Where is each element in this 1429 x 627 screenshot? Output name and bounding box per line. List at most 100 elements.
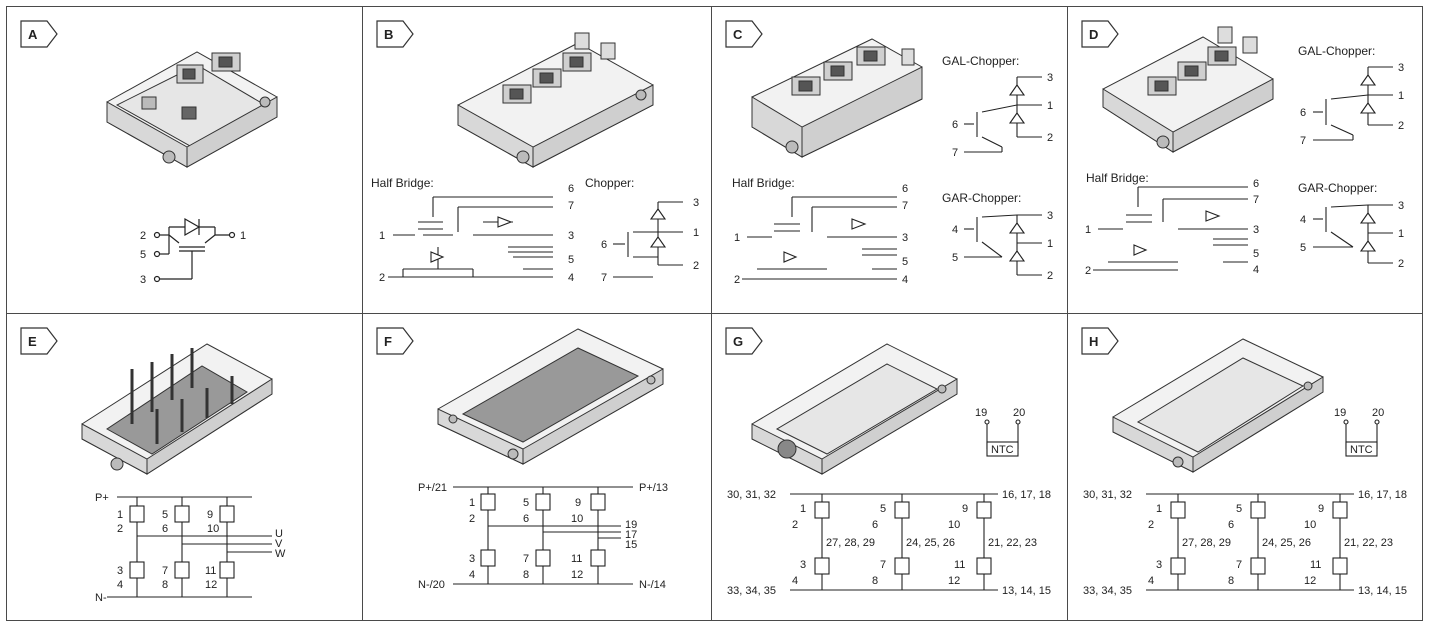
- h-out-v: 24, 25, 26: [1262, 537, 1311, 549]
- gar-chopper-title: GAR-Chopper:: [942, 191, 1021, 205]
- cell-h-drawing: H NTC 19 20: [1081, 327, 1407, 597]
- b-pin-2: 2: [379, 272, 385, 284]
- half-bridge-title: Half Bridge:: [1086, 171, 1149, 185]
- f-gate-3: 3: [469, 553, 475, 565]
- c-gar-pin-1: 1: [1047, 238, 1053, 250]
- cell-f: F: [362, 313, 712, 621]
- g-gate-7: 7: [880, 559, 886, 571]
- h-gate-7: 7: [1236, 559, 1242, 571]
- cell-f-drawing: F: [376, 327, 668, 591]
- cell-d-drawing: D GAL-Chopper: GAR-Chopper: Half Bridge:: [1081, 20, 1404, 277]
- c-pin-4: 4: [902, 274, 908, 286]
- cell-a: A: [6, 6, 363, 314]
- svg-text:G: G: [733, 334, 743, 349]
- h-gate-4: 4: [1148, 575, 1154, 587]
- tag-f: F: [376, 327, 414, 355]
- c-gar-pin-3: 3: [1047, 210, 1053, 222]
- svg-text:E: E: [28, 334, 37, 349]
- d-gal-pin-2: 2: [1398, 120, 1404, 132]
- tag-a: A: [20, 20, 58, 48]
- g-gate-11: 11: [954, 559, 965, 571]
- f-gate-12: 12: [571, 569, 583, 581]
- e-gate-2: 2: [117, 523, 123, 535]
- half-bridge-title: Half Bridge:: [732, 176, 795, 190]
- d-gal-pin-1: 1: [1398, 90, 1404, 102]
- module-b-illustration: [457, 32, 654, 168]
- g-out-v: 24, 25, 26: [906, 537, 955, 549]
- ntc-pin-20: 20: [1372, 407, 1384, 419]
- module-c-illustration: [751, 38, 923, 158]
- gal-chopper-title: GAL-Chopper:: [1298, 44, 1375, 58]
- d-gal-pin-7: 7: [1300, 135, 1306, 147]
- c-gal-pin-6: 6: [952, 119, 958, 131]
- g-gate-8: 8: [872, 575, 878, 587]
- e-gate-9: 9: [207, 509, 213, 521]
- tag-d: D: [1081, 20, 1119, 48]
- d-gar-pin-2: 2: [1398, 258, 1404, 270]
- gal-chopper-schematic: [1313, 66, 1393, 141]
- svg-text:F: F: [384, 334, 392, 349]
- module-a-illustration: [106, 51, 278, 168]
- six-pack-schematic-f: [453, 486, 633, 585]
- ntc-label: NTC: [991, 444, 1014, 456]
- g-gate-3: 3: [800, 559, 806, 571]
- e-gate-8: 8: [162, 579, 168, 591]
- g-gate-1: 1: [800, 503, 806, 515]
- f-gate-6: 6: [523, 513, 529, 525]
- g-gate-9: 9: [962, 503, 968, 515]
- cell-c: C GAL-Chopper: GAR-Chopper: Half Bridge:: [711, 6, 1068, 314]
- module-g-illustration: [751, 343, 958, 475]
- ntc-symbol: [984, 419, 1021, 457]
- h-gate-9: 9: [1318, 503, 1324, 515]
- d-gar-pin-5: 5: [1300, 242, 1306, 254]
- f-out-15: 15: [625, 539, 637, 551]
- cell-c-drawing: C GAL-Chopper: GAR-Chopper: Half Bridge:: [725, 20, 1053, 286]
- h-rail-bottom-right: 13, 14, 15: [1358, 585, 1407, 597]
- module-f-illustration: [437, 328, 664, 465]
- b-pin-1: 1: [379, 230, 385, 242]
- h-out-u: 27, 28, 29: [1182, 537, 1231, 549]
- f-gate-4: 4: [469, 569, 475, 581]
- d-gal-pin-6: 6: [1300, 107, 1306, 119]
- cell-b-drawing: B Half Bridge: Chopper:: [371, 20, 699, 284]
- c-gal-pin-7: 7: [952, 147, 958, 159]
- c-gal-pin-1: 1: [1047, 100, 1053, 112]
- ntc-symbol: [1343, 419, 1380, 457]
- h-gate-10: 10: [1304, 519, 1316, 531]
- b-pin-7: 7: [568, 200, 574, 212]
- c-pin-1: 1: [734, 232, 740, 244]
- f-gate-1: 1: [469, 497, 475, 509]
- d-gal-pin-3: 3: [1398, 62, 1404, 74]
- f-gate-5: 5: [523, 497, 529, 509]
- tag-e: E: [20, 327, 58, 355]
- half-bridge-schematic: [1093, 186, 1248, 271]
- d-pin-7: 7: [1253, 194, 1259, 206]
- b-chopper-pin-6: 6: [601, 239, 607, 251]
- c-pin-7: 7: [902, 200, 908, 212]
- b-chopper-pin-7: 7: [601, 272, 607, 284]
- e-gate-12: 12: [205, 579, 217, 591]
- d-pin-6: 6: [1253, 178, 1259, 190]
- pin-2-label: 2: [140, 230, 146, 242]
- f-gate-11: 11: [571, 553, 582, 565]
- f-out-19: 19: [625, 519, 637, 531]
- c-pin-2: 2: [734, 274, 740, 286]
- cell-a-drawing: A: [20, 20, 278, 286]
- chopper-title: Chopper:: [585, 176, 634, 190]
- e-gate-10: 10: [207, 523, 219, 535]
- d-pin-1: 1: [1085, 224, 1091, 236]
- pin-1-label: 1: [240, 230, 246, 242]
- g-rail-bottom-left: 33, 34, 35: [727, 585, 776, 597]
- g-gate-2: 2: [792, 519, 798, 531]
- f-rail-p13: P+/13: [639, 482, 668, 494]
- g-rail-top-left: 30, 31, 32: [727, 489, 776, 501]
- b-chopper-pin-3: 3: [693, 197, 699, 209]
- g-gate-12: 12: [948, 575, 960, 587]
- six-pack-schematic-h: [1146, 493, 1354, 591]
- ntc-pin-19: 19: [1334, 407, 1346, 419]
- b-chopper-pin-2: 2: [693, 260, 699, 272]
- h-out-w: 21, 22, 23: [1344, 537, 1393, 549]
- cell-d: D GAL-Chopper: GAR-Chopper: Half Bridge:: [1067, 6, 1423, 314]
- d-gar-pin-3: 3: [1398, 200, 1404, 212]
- g-gate-10: 10: [948, 519, 960, 531]
